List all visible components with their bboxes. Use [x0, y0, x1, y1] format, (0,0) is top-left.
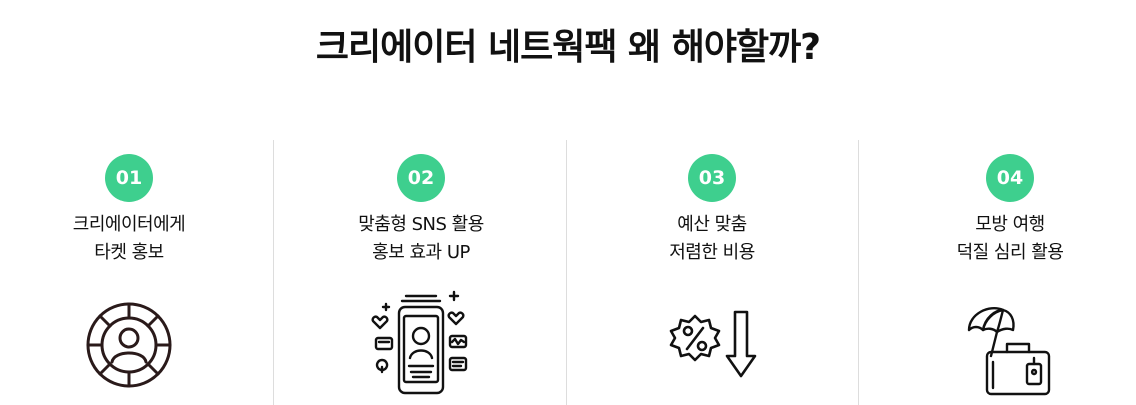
- feature-card-04: 04 모방 여행 덕질 심리 활용: [890, 140, 1130, 405]
- feature-label-line1: 크리에이터에게: [72, 214, 186, 235]
- feature-label: 모방 여행 덕질 심리 활용: [890, 211, 1130, 267]
- feature-number-badge: 03: [688, 154, 736, 202]
- feature-label-line1: 맞춤형 SNS 활용: [358, 214, 484, 235]
- travel-umbrella-suitcase-icon: [955, 290, 1065, 400]
- feature-label: 맞춤형 SNS 활용 홍보 효과 UP: [301, 211, 541, 267]
- feature-number-badge: 04: [986, 154, 1034, 202]
- feature-number-badge: 01: [105, 154, 153, 202]
- feature-card-02: 02 맞춤형 SNS 활용 홍보 효과 UP: [301, 140, 541, 405]
- page-title: 크리에이터 네트웍팩 왜 해야할까?: [315, 27, 821, 68]
- column-divider: [858, 140, 859, 405]
- feature-label-line1: 예산 맞춤: [677, 214, 747, 235]
- column-divider: [566, 140, 567, 405]
- feature-card-01: 01 크리에이터에게 타켓 홍보: [9, 140, 249, 405]
- feature-label-line2: 홍보 효과 UP: [372, 242, 470, 263]
- feature-label: 예산 맞춤 저렴한 비용: [592, 211, 832, 267]
- feature-label-line2: 저렴한 비용: [669, 242, 755, 263]
- column-divider: [273, 140, 274, 405]
- feature-card-03: 03 예산 맞춤 저렴한 비용: [592, 140, 832, 405]
- feature-label: 크리에이터에게 타켓 홍보: [9, 211, 249, 267]
- feature-number-badge: 02: [397, 154, 445, 202]
- feature-label-line2: 타켓 홍보: [94, 242, 164, 263]
- smartphone-social-icon: [366, 290, 476, 400]
- discount-arrow-down-icon: [657, 290, 767, 400]
- feature-label-line2: 덕질 심리 활용: [956, 242, 1064, 263]
- target-person-icon: [74, 290, 184, 400]
- feature-label-line1: 모방 여행: [975, 214, 1045, 235]
